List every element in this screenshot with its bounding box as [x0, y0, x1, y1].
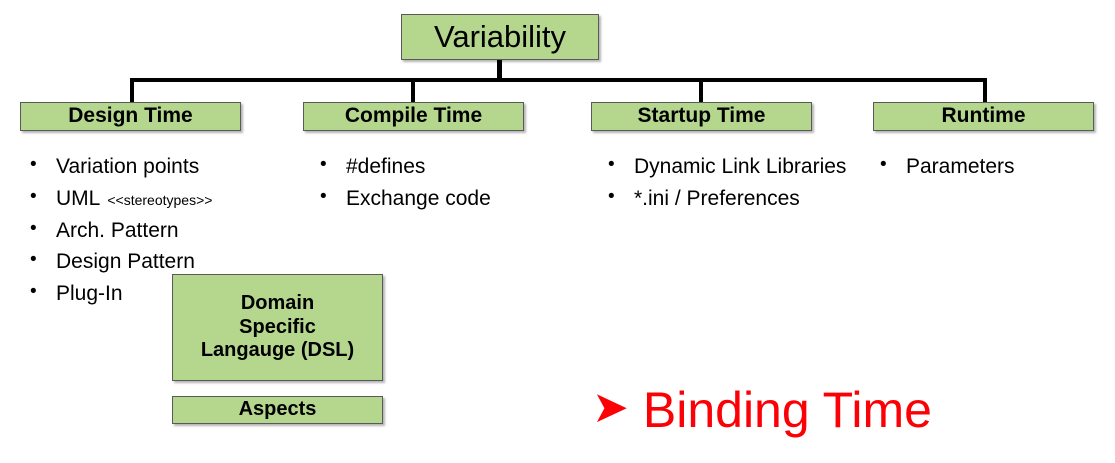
bullet-dot-icon: •	[880, 154, 887, 175]
list-item: • *.ini / Preferences	[608, 184, 848, 214]
list-item-label: UML	[56, 186, 101, 210]
bullet-dot-icon: •	[608, 185, 615, 207]
list-item-label: Exchange code	[346, 186, 491, 210]
connector-drop-runtime	[983, 78, 987, 103]
arrow-right-icon: ➤	[592, 383, 629, 432]
list-item: • Variation points	[30, 152, 300, 182]
list-item: • #defines	[320, 152, 570, 182]
node-compile-time-label: Compile Time	[344, 104, 483, 128]
list-item: • UML <<stereotypes>>	[30, 184, 300, 214]
node-design-time: Design Time	[20, 102, 241, 131]
bullet-dot-icon: •	[30, 154, 37, 175]
bullet-dot-icon: •	[30, 249, 37, 271]
bullet-dot-icon: •	[608, 154, 615, 175]
connector-drop-design-time	[130, 78, 134, 103]
list-item-label: Dynamic Link Libraries	[634, 155, 847, 178]
node-domain-specific-language: Domain Specific Langauge (DSL)	[172, 274, 383, 381]
list-item-label: *.ini / Preferences	[634, 186, 800, 210]
callout-binding-time-label: Binding Time	[642, 382, 932, 438]
node-aspects-label: Aspects	[238, 398, 317, 421]
bullet-list-compile-time: • #defines • Exchange code	[320, 152, 570, 216]
list-item: • Dynamic Link Libraries	[608, 152, 848, 182]
list-item-label: Plug-In	[56, 282, 123, 306]
node-runtime-label: Runtime	[941, 104, 1026, 128]
bullet-list-startup-time: • Dynamic Link Libraries • *.ini / Prefe…	[608, 152, 848, 216]
list-item-label: Design Pattern	[56, 250, 195, 274]
bullet-list-runtime: • Parameters	[880, 152, 1100, 184]
node-compile-time: Compile Time	[303, 102, 524, 131]
list-item: • Plug-In	[30, 279, 300, 309]
connector-root-stem	[497, 60, 502, 81]
bullet-dot-icon: •	[30, 281, 37, 303]
bullet-dot-icon: •	[320, 154, 327, 175]
list-item: • Parameters	[880, 152, 1100, 182]
list-item: • Design Pattern	[30, 247, 300, 277]
bullet-list-design-time: • Variation points • UML<<stereotypes>> …	[30, 152, 300, 311]
node-dsl-line-3: Langauge (DSL)	[200, 339, 355, 362]
connector-horizontal-bus	[130, 78, 987, 82]
node-startup-time-label: Startup Time	[637, 104, 766, 128]
connector-drop-startup-time	[699, 78, 703, 103]
connector-drop-compile-time	[411, 78, 415, 103]
node-design-time-label: Design Time	[68, 104, 193, 128]
node-dsl-line-1: Domain	[240, 292, 315, 315]
bullet-dot-icon: •	[320, 185, 327, 207]
callout-binding-time: ➤ Binding Time	[592, 385, 932, 435]
list-item-label: Arch. Pattern	[56, 218, 179, 242]
node-variability-label: Variability	[433, 18, 567, 54]
bullet-dot-icon: •	[30, 217, 37, 239]
list-item-note: <<stereotypes>>	[107, 191, 213, 208]
list-item-label: Parameters	[906, 155, 1015, 178]
node-variability: Variability	[401, 14, 599, 60]
node-runtime: Runtime	[873, 102, 1094, 131]
node-aspects: Aspects	[172, 396, 383, 424]
list-item: • Exchange code	[320, 184, 570, 214]
node-dsl-line-2: Specific	[239, 315, 316, 338]
node-startup-time: Startup Time	[591, 102, 812, 131]
list-item-label: #defines	[346, 155, 426, 178]
list-item: • Arch. Pattern	[30, 216, 300, 246]
list-item-label: Variation points	[56, 155, 200, 178]
bullet-dot-icon: •	[30, 185, 37, 207]
